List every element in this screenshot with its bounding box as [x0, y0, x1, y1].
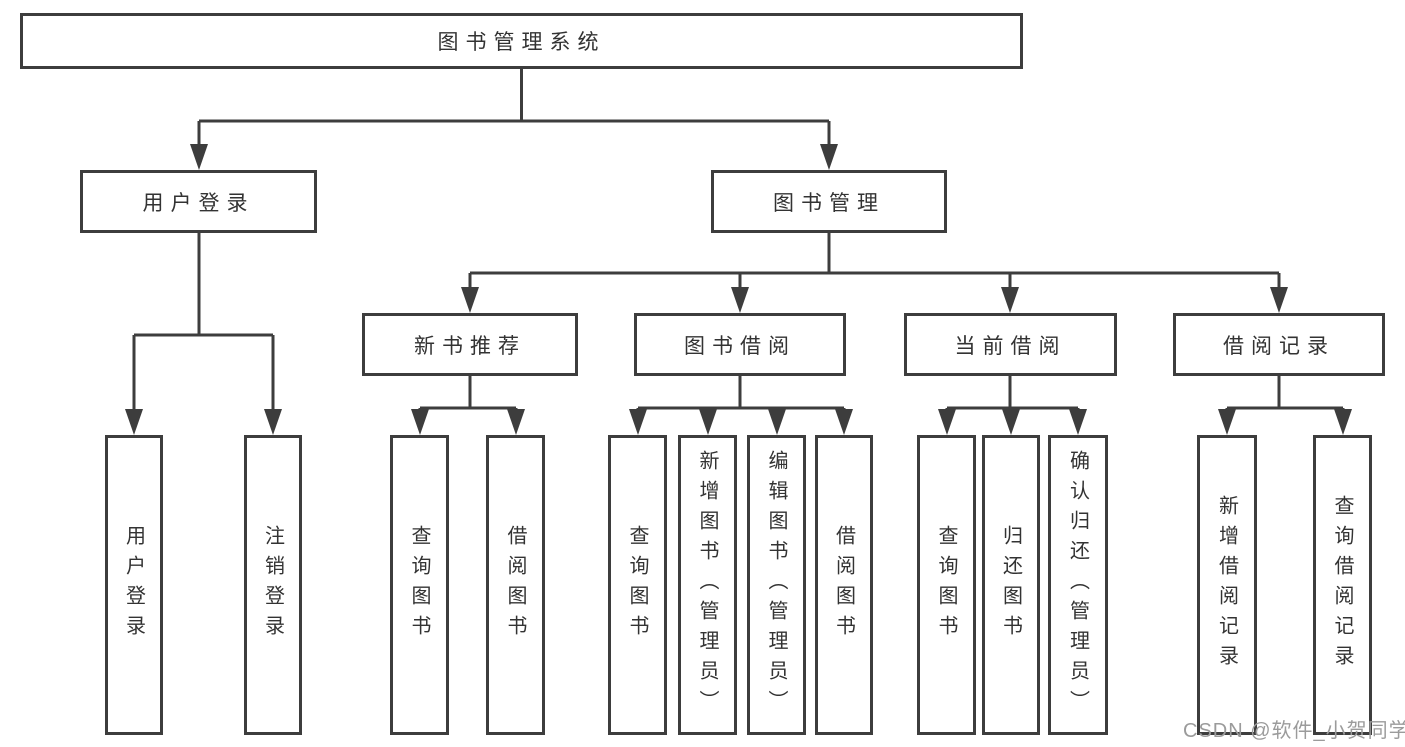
connector-currentborrow-to-leaves [945, 376, 1080, 414]
node-borrow-records: 借阅记录 [1173, 313, 1385, 376]
node-new-book-recommend-label: 新书推荐 [414, 334, 526, 358]
leaf-return-books: 归还图书 [982, 435, 1040, 735]
leaf-query-books-borrow: 查询图书 [608, 435, 667, 735]
leaf-user-login: 用户登录 [105, 435, 163, 735]
arrow-down-icon [1069, 409, 1087, 435]
leaf-borrow-books-newrec-label: 借阅图书 [504, 525, 526, 645]
arrow-down-icon [1218, 409, 1236, 435]
leaf-add-books-admin-label: 新增图书（管理员） [696, 450, 718, 720]
arrow-down-icon [1334, 409, 1352, 435]
arrow-down-icon [1002, 409, 1020, 435]
node-book-borrow-label: 图书借阅 [684, 334, 796, 358]
leaf-borrow-books-newrec: 借阅图书 [486, 435, 545, 735]
node-root: 图书管理系统 [20, 13, 1023, 69]
leaf-confirm-return-admin-label: 确认归还（管理员） [1066, 450, 1089, 720]
connector-root-to-level2 [197, 69, 831, 149]
leaf-query-books-newrec: 查询图书 [390, 435, 449, 735]
leaf-logout-label: 注销登录 [261, 525, 284, 645]
connector-bookmgmt-to-level3 [468, 233, 1281, 292]
leaf-borrow-books-label: 借阅图书 [832, 525, 855, 645]
leaf-query-books-current-label: 查询图书 [935, 525, 957, 645]
leaf-query-books-newrec-label: 查询图书 [408, 525, 430, 645]
arrow-down-icon [699, 409, 717, 435]
leaf-add-books-admin: 新增图书（管理员） [678, 435, 737, 735]
leaf-edit-books-admin: 编辑图书（管理员） [747, 435, 806, 735]
leaf-query-books-borrow-label: 查询图书 [626, 525, 648, 645]
leaf-query-books-current: 查询图书 [917, 435, 976, 735]
node-new-book-recommend: 新书推荐 [362, 313, 578, 376]
node-book-borrow: 图书借阅 [634, 313, 846, 376]
arrow-down-icon [264, 409, 282, 435]
leaf-add-borrow-record: 新增借阅记录 [1197, 435, 1257, 735]
node-book-management-label: 图书管理 [773, 191, 885, 215]
node-book-management: 图书管理 [711, 170, 947, 233]
watermark: CSDN @软件_小贺同学 [1183, 720, 1405, 742]
connector-userlogin-to-leaves [132, 233, 275, 414]
arrow-down-icon [820, 144, 838, 170]
leaf-add-borrow-record-label: 新增借阅记录 [1215, 495, 1238, 675]
arrow-down-icon [629, 409, 647, 435]
leaf-user-login-label: 用户登录 [122, 525, 145, 645]
leaf-query-borrow-record-label: 查询借阅记录 [1331, 495, 1353, 675]
arrow-down-icon [1001, 287, 1019, 313]
connector-bookborrow-to-leaves [636, 376, 846, 414]
arrow-down-icon [1270, 287, 1288, 313]
node-root-label: 图书管理系统 [437, 31, 606, 54]
leaf-confirm-return-admin: 确认归还（管理员） [1048, 435, 1108, 735]
arrow-down-icon [835, 409, 853, 435]
node-current-borrow: 当前借阅 [904, 313, 1117, 376]
arrow-down-icon [461, 287, 479, 313]
arrow-down-icon [190, 144, 208, 170]
leaf-borrow-books: 借阅图书 [815, 435, 873, 735]
arrow-down-icon [731, 287, 749, 313]
arrow-down-icon [507, 409, 525, 435]
node-current-borrow-label: 当前借阅 [954, 334, 1067, 358]
leaf-query-borrow-record: 查询借阅记录 [1313, 435, 1372, 735]
node-user-login: 用户登录 [80, 170, 317, 233]
arrow-down-icon [768, 409, 786, 435]
node-borrow-records-label: 借阅记录 [1223, 334, 1335, 358]
leaf-edit-books-admin-label: 编辑图书（管理员） [765, 450, 787, 720]
node-user-login-label: 用户登录 [142, 191, 255, 215]
connector-newbooks-to-leaves [418, 376, 518, 414]
arrow-down-icon [125, 409, 143, 435]
arrow-down-icon [938, 409, 956, 435]
arrow-down-icon [411, 409, 429, 435]
connector-borrowrecords-to-leaves [1225, 376, 1345, 414]
leaf-return-books-label: 归还图书 [999, 525, 1022, 645]
leaf-logout: 注销登录 [244, 435, 302, 735]
